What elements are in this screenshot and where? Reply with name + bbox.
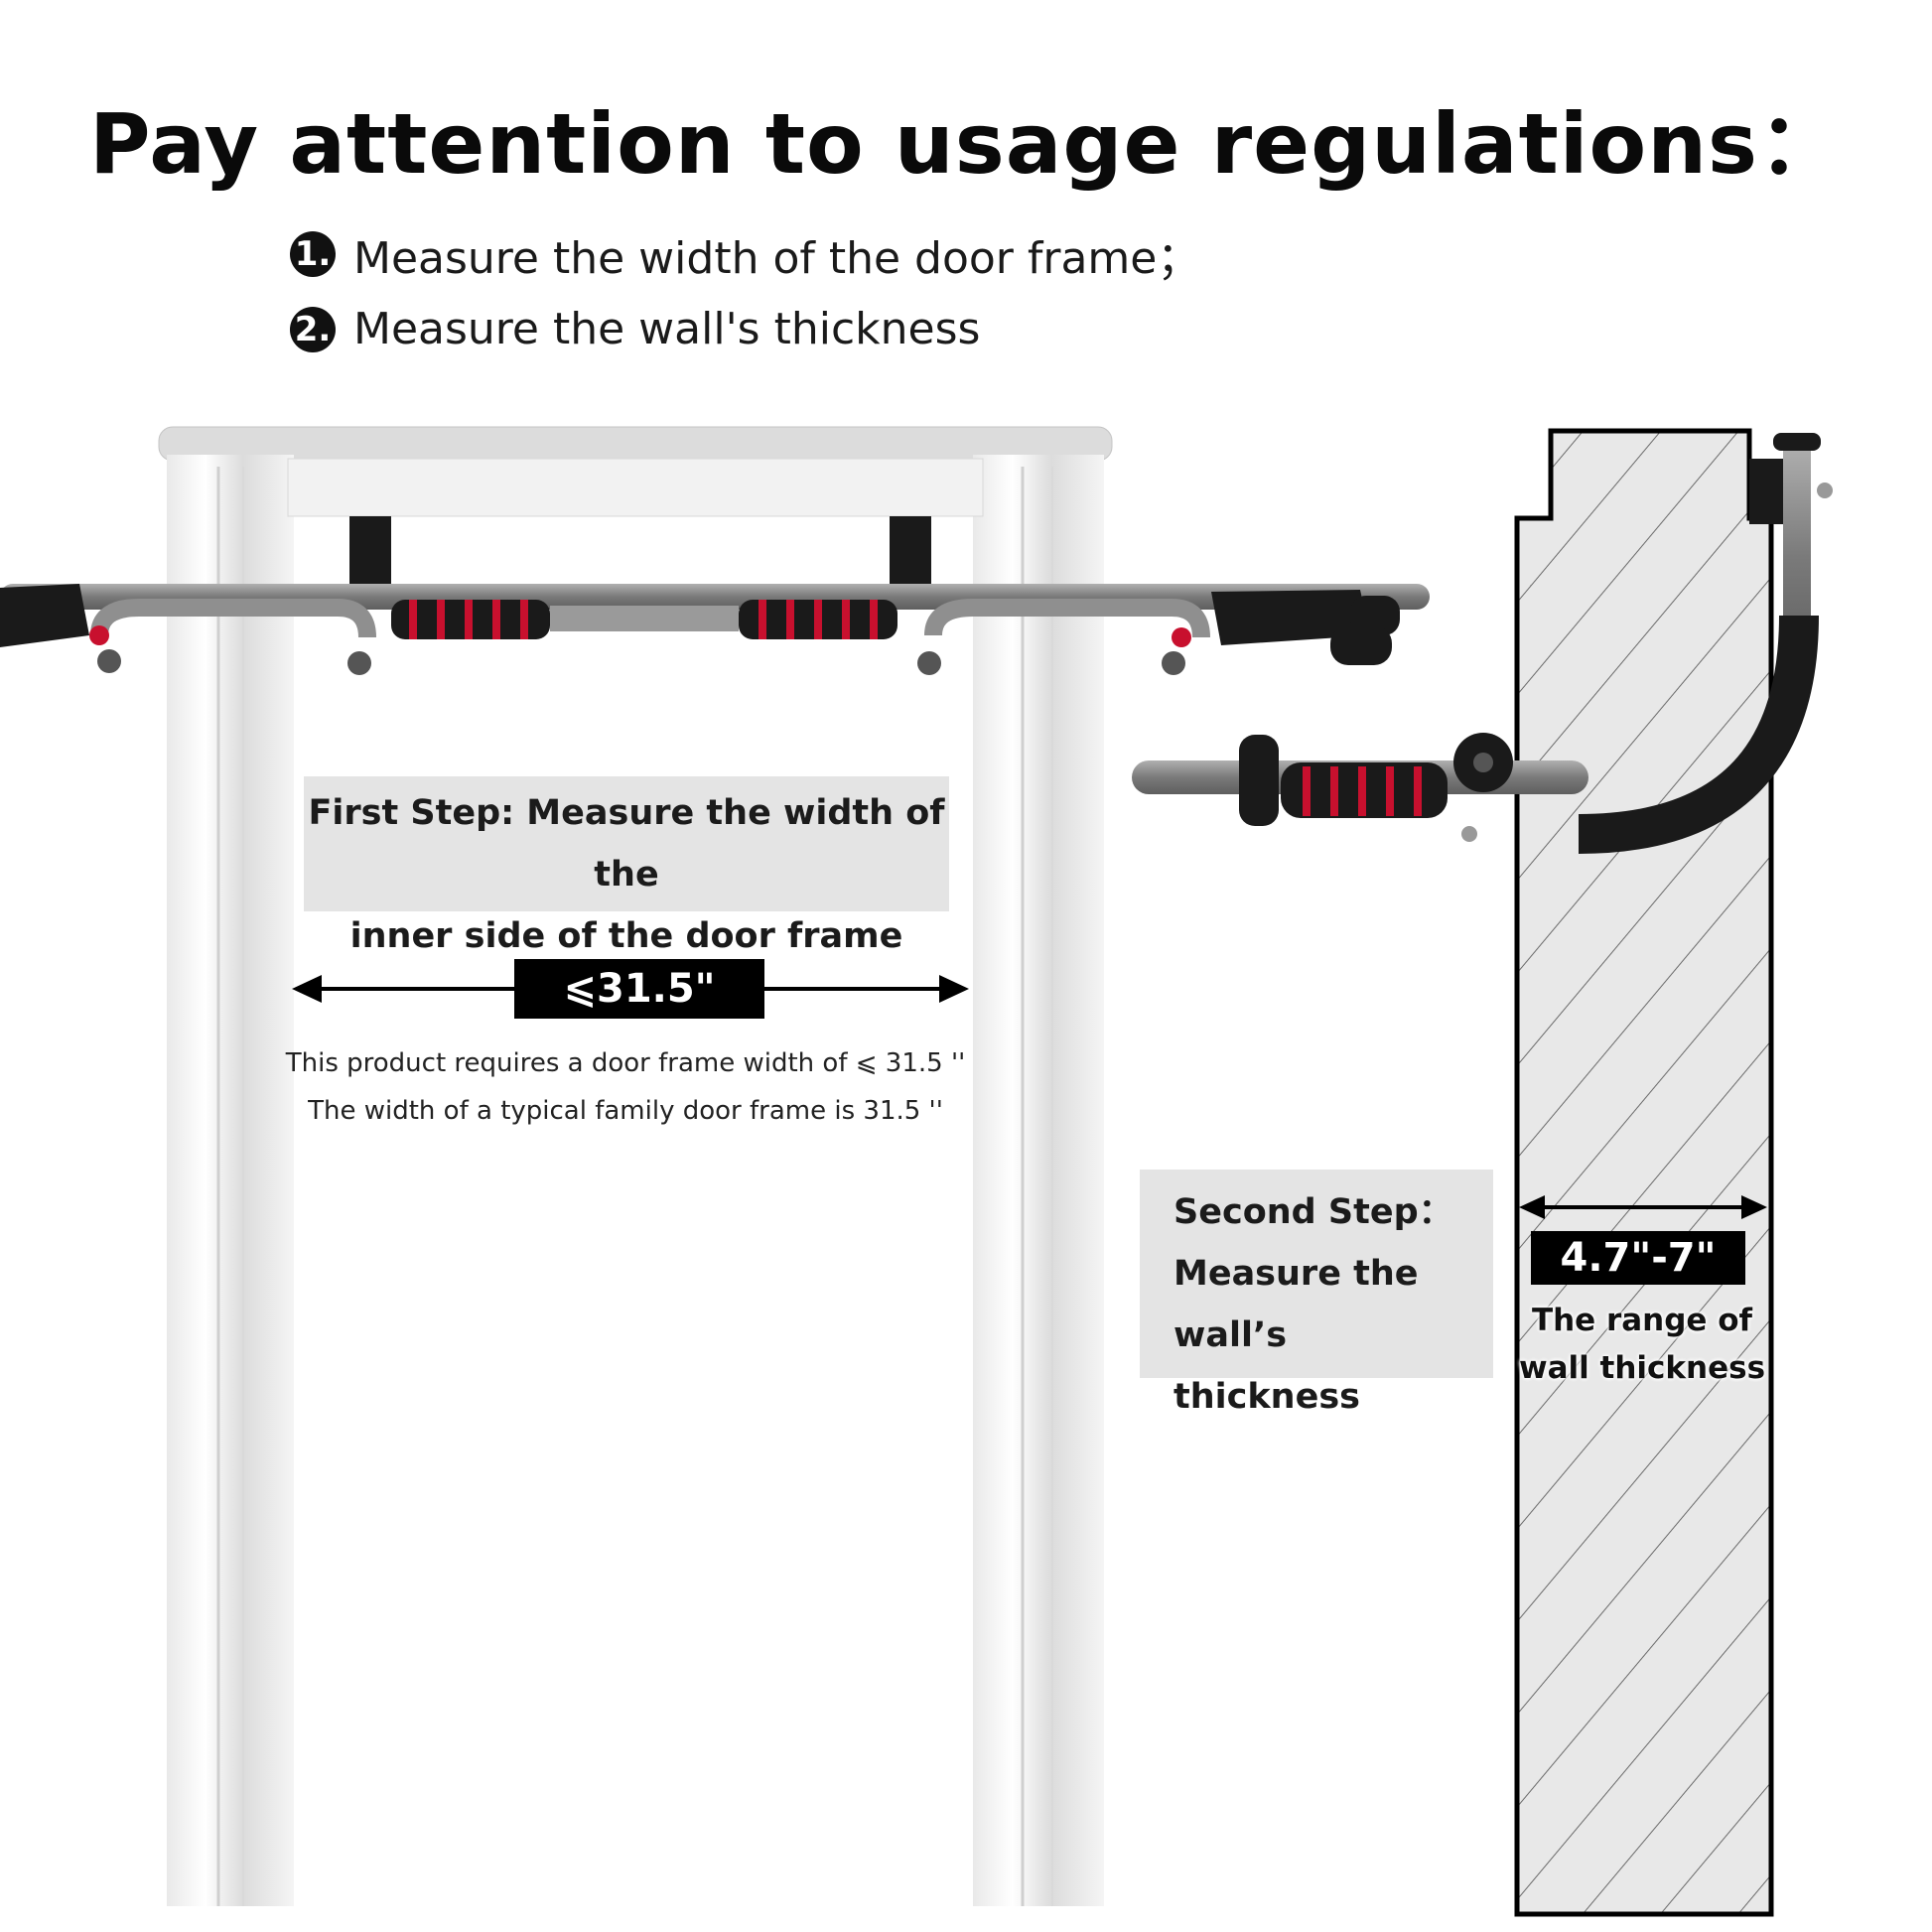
step-number-badge: 2. [290, 306, 336, 352]
callout-line: Second Step： [1173, 1192, 1453, 1232]
wall-section [1514, 428, 1774, 1917]
callout-line: thickness [1173, 1377, 1360, 1417]
callout-line: inner side of the door frame [349, 916, 903, 956]
step-text: Measure the wall's thickness [353, 304, 981, 354]
callout-line: First Step: Measure the width of the [308, 793, 945, 895]
page-title: Pay attention to usage regulations： [88, 95, 1844, 193]
wall-thickness-label: 4.7"-7" [1531, 1231, 1745, 1285]
thickness-arrow [1519, 1195, 1767, 1219]
step-number-badge: 1. [290, 231, 336, 277]
pull-up-bar-side [1132, 433, 1833, 854]
door-frame [158, 426, 1113, 1906]
first-step-callout: First Step: Measure the width of the inn… [304, 776, 949, 956]
caption-line: wall thickness [1518, 1350, 1766, 1386]
door-width-note: This product requires a door frame width… [285, 1048, 966, 1078]
wall-thickness-caption: The range of wall thickness [1517, 1297, 1767, 1392]
pull-up-bar-front [0, 516, 1430, 675]
instruction-step-1: 1. Measure the width of the door frame； [290, 222, 1200, 286]
second-step-callout: Second Step： Measure the wall’s thicknes… [1140, 1170, 1493, 1417]
typical-width-note: The width of a typical family door frame… [308, 1096, 943, 1126]
door-width-label: ⩽31.5" [514, 959, 764, 1019]
instruction-step-2: 2. Measure the wall's thickness [290, 304, 980, 354]
callout-line: Measure the wall’s [1173, 1254, 1419, 1355]
caption-line: The range of [1531, 1303, 1753, 1338]
step-text: Measure the width of the door frame； [353, 233, 1201, 284]
